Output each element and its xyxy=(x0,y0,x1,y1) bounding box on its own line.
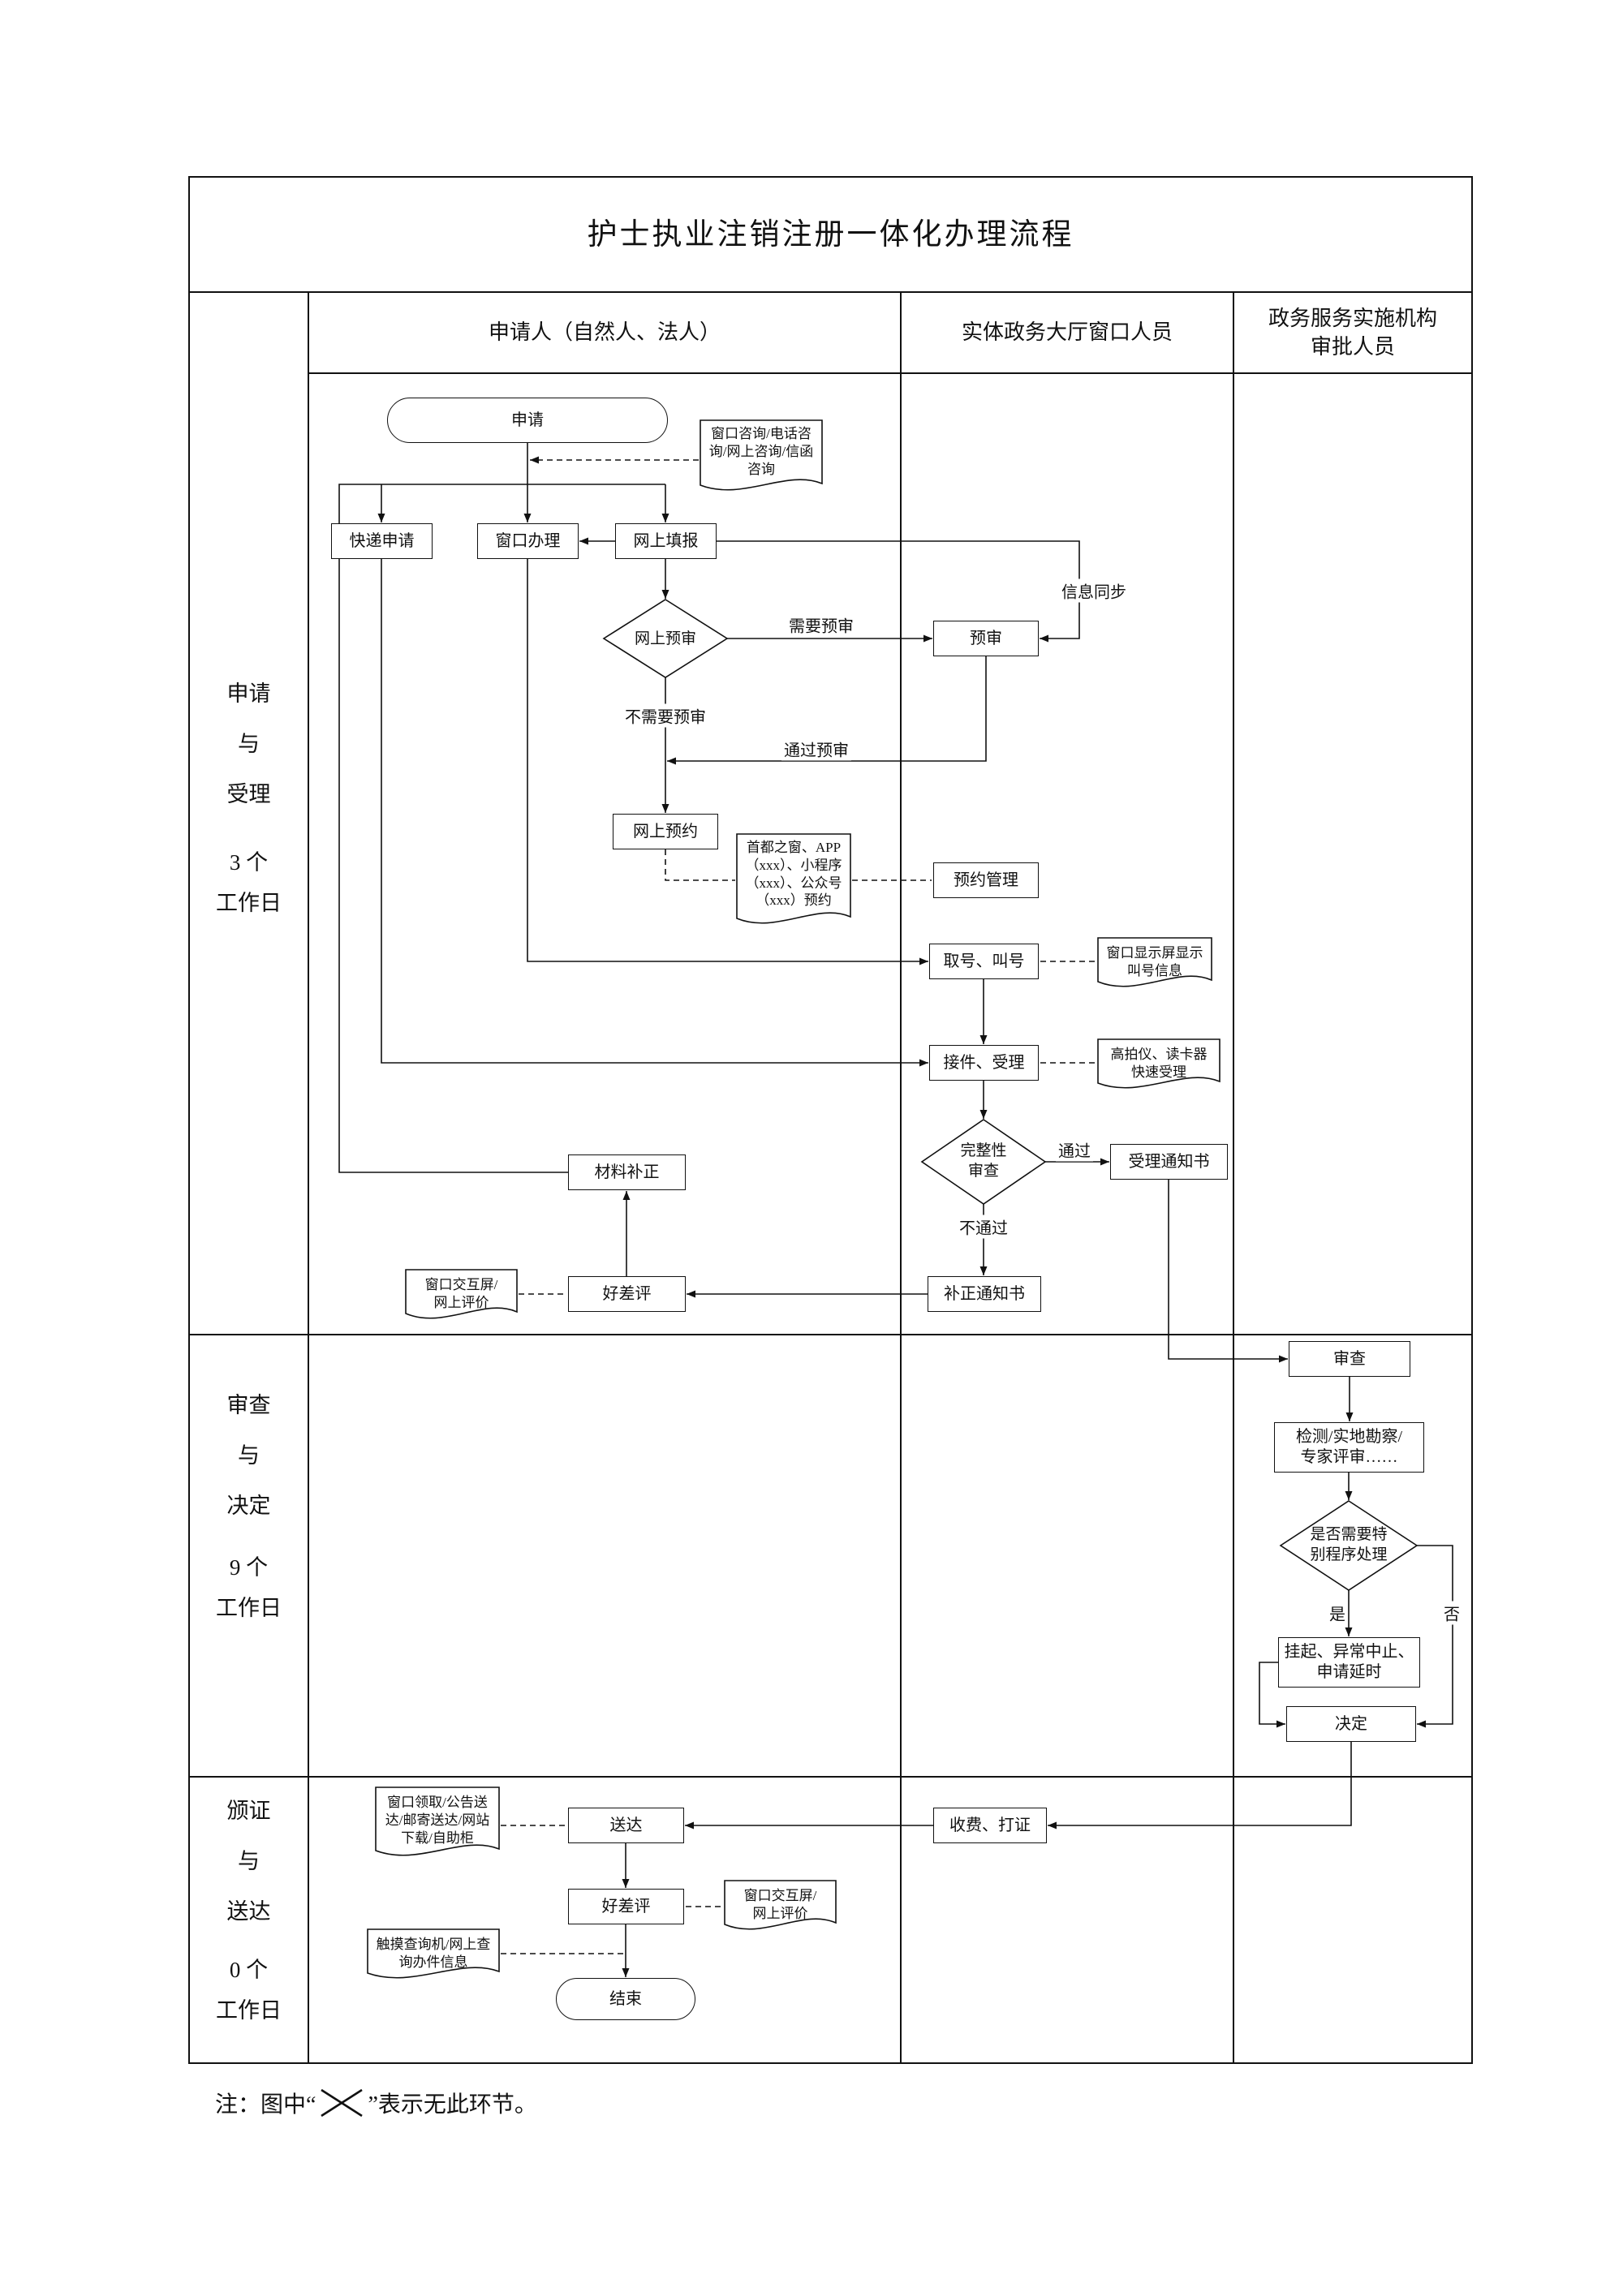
note-fast-accept: 高拍仪、读卡器 快速受理 xyxy=(1110,1047,1208,1080)
call-display-note-shape xyxy=(1097,937,1212,987)
note-delivery-channels: 窗口领取/公告送 达/邮寄送达/网站 下载/自助柜 xyxy=(385,1795,490,1846)
swimlane-frame xyxy=(188,176,1473,2064)
diamond-label-completeness: 完整性 审查 xyxy=(960,1142,1007,1180)
booking-channels-note-shape xyxy=(736,833,851,924)
edge-label-pass: 通过 xyxy=(1056,1137,1093,1162)
node-rating2: 好差评 xyxy=(568,1889,684,1924)
node-rating1: 好差评 xyxy=(568,1276,686,1312)
node-start: 申请 xyxy=(387,398,668,443)
edge-label-fail: 不通过 xyxy=(957,1215,1010,1239)
fast-accept-note-shape xyxy=(1097,1038,1220,1089)
note-consult: 窗口咨询/电话咨 询/网上咨询/信函 咨询 xyxy=(708,426,814,477)
rating-channel1-note-shape xyxy=(405,1269,518,1319)
node-booking-mgmt: 预约管理 xyxy=(933,862,1039,898)
edge-window-handle-to-take-number xyxy=(527,559,928,965)
note-shapes xyxy=(367,419,1220,1979)
note-query-info: 触摸查询机/网上查 询办件信息 xyxy=(376,1937,491,1970)
diamond-label-special-check: 是否需要特 别程序处理 xyxy=(1310,1526,1388,1563)
node-online-booking: 网上预约 xyxy=(613,814,718,849)
diamond-label-online-precheck: 网上预审 xyxy=(634,630,696,647)
edge-label-pass-precheck: 通过预审 xyxy=(781,737,851,761)
node-accept: 接件、受理 xyxy=(929,1045,1039,1081)
column-header-approver: 政务服务实施机构 审批人员 xyxy=(1268,306,1437,359)
footnote: 注：图中“ ”表示无此环节。 xyxy=(215,2087,537,2119)
note-rating-channel2: 窗口交互屏/ 网上评价 xyxy=(743,1888,817,1921)
flow-connectors xyxy=(338,443,1453,1977)
phase-2-name: 审查 与 决定 xyxy=(226,1393,271,1518)
edge-label-no-need-precheck: 不需要预审 xyxy=(622,703,708,728)
edge-pass-precheck xyxy=(667,656,987,765)
note-rating-channel1: 窗口交互屏/ 网上评价 xyxy=(424,1277,498,1310)
edge-decision-to-charge xyxy=(1048,1742,1352,1829)
column-header-window-staff: 实体政务大厅窗口人员 xyxy=(961,320,1173,345)
delivery-channels-note-shape xyxy=(375,1786,500,1856)
query-info-note-shape xyxy=(367,1928,500,1979)
no-step-x-icon xyxy=(321,2088,364,2118)
decision-diamonds xyxy=(602,599,1419,1591)
diagram-title: 护士执业注销注册一体化办理流程 xyxy=(587,218,1074,252)
dashed-booking-to-note xyxy=(665,849,735,881)
edge-express-to-accept xyxy=(381,559,928,1067)
footnote-suffix: ”表示无此环节。 xyxy=(368,2092,537,2118)
node-material-correction: 材料补正 xyxy=(568,1154,686,1190)
phase-1-duration: 3 个 工作日 xyxy=(216,850,282,915)
footnote-prefix: 注：图中“ xyxy=(215,2092,316,2118)
node-correction-notice: 补正通知书 xyxy=(928,1276,1041,1312)
note-booking-channels: 首都之窗、APP （xxx）、小程序 （xxx）、公众号 （xxx）预约 xyxy=(745,840,842,909)
edge-no-to-decision xyxy=(1417,1545,1453,1728)
node-window-handle: 窗口办理 xyxy=(477,523,579,559)
rating-channel2-note-shape xyxy=(724,1880,837,1930)
node-delivery: 送达 xyxy=(568,1808,684,1843)
node-express-apply: 快递申请 xyxy=(331,523,433,559)
phase-1-name: 申请 与 受理 xyxy=(226,681,271,806)
node-inspection: 检测/实地勘察/ 专家评审…… xyxy=(1274,1422,1424,1473)
phase-3-name: 颁证 与 送达 xyxy=(226,1799,271,1924)
node-decision: 决定 xyxy=(1286,1706,1416,1742)
edge-material-correction-loop xyxy=(338,484,665,1173)
node-suspend: 挂起、异常中止、 申请延时 xyxy=(1278,1637,1420,1688)
edge-label-need-precheck: 需要预审 xyxy=(786,613,856,637)
node-review: 审查 xyxy=(1289,1341,1410,1377)
node-take-number: 取号、叫号 xyxy=(929,944,1039,979)
edge-label-info-sync: 信息同步 xyxy=(1059,578,1129,603)
edge-label-no: 否 xyxy=(1441,1601,1462,1625)
note-call-display: 窗口显示屏显示 叫号信息 xyxy=(1106,945,1203,978)
column-header-applicant: 申请人（自然人、法人） xyxy=(488,320,721,345)
node-charge-print: 收费、打证 xyxy=(933,1808,1047,1843)
phase-3-duration: 0 个 工作日 xyxy=(216,1958,282,2023)
edge-accept-notice-to-review xyxy=(1168,1180,1288,1363)
outer-border xyxy=(188,176,1473,2064)
note-connectors xyxy=(501,456,1096,1954)
node-online-fill: 网上填报 xyxy=(615,523,717,559)
edge-suspend-to-decision xyxy=(1259,1662,1285,1728)
node-accept-notice: 受理通知书 xyxy=(1110,1144,1228,1180)
consult-note-shape xyxy=(700,419,823,491)
edge-label-yes: 是 xyxy=(1327,1601,1348,1625)
phase-2-duration: 9 个 工作日 xyxy=(216,1555,282,1620)
node-end: 结束 xyxy=(556,1978,695,2020)
node-precheck: 预审 xyxy=(933,621,1039,656)
